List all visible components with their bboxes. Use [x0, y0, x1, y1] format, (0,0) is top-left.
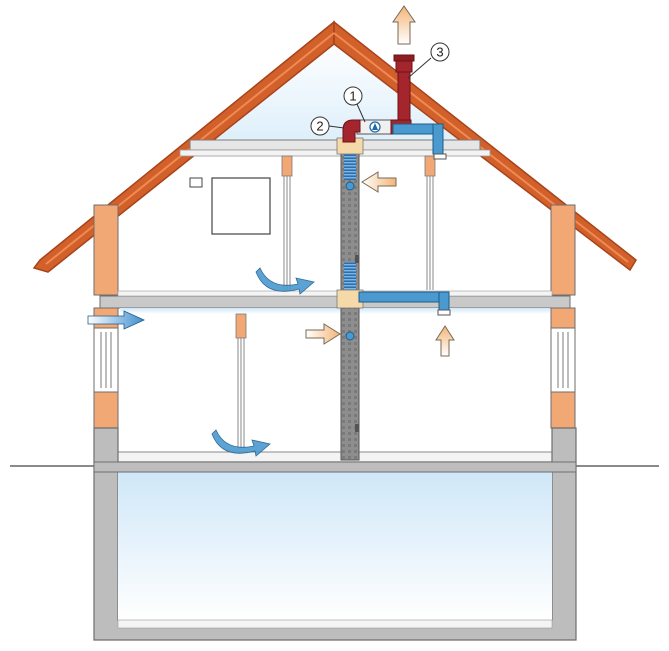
intake-arrow-up — [435, 325, 455, 357]
light-switch — [189, 177, 203, 188]
callout-1-label: 1 — [349, 89, 356, 104]
exhaust-up-arrow — [392, 5, 416, 45]
callout-2-label: 2 — [316, 119, 323, 134]
extract-grille-upper — [345, 181, 355, 191]
callout-3: 3 — [407, 42, 450, 79]
red-elbow-duct — [342, 119, 361, 143]
fresh-air-inlet-arrow — [87, 310, 145, 330]
intake-arrow-upper — [361, 171, 397, 193]
first-floor-slab — [99, 295, 571, 309]
flex-hose-lower — [344, 262, 356, 296]
airflow-arrow-upper — [255, 267, 315, 295]
basement-space — [118, 472, 552, 620]
callout-1: 1 — [343, 86, 366, 123]
central-duct-lower — [340, 307, 360, 461]
intake-arrow-lower — [305, 323, 341, 345]
exhaust-stack — [397, 69, 411, 127]
left-wall-upper — [93, 204, 119, 296]
right-wall-upper — [550, 204, 576, 296]
airflow-arrow-lower — [211, 429, 271, 457]
extract-grille-lower — [345, 331, 355, 341]
callout-2: 2 — [310, 116, 345, 136]
callout-3-label: 3 — [436, 45, 443, 60]
ground-floor-slab — [117, 451, 553, 463]
wall-picture — [211, 177, 271, 235]
lower-door-frame — [235, 313, 247, 339]
mid-blue-duct — [358, 291, 448, 303]
upper-left-door-frame — [281, 155, 293, 177]
